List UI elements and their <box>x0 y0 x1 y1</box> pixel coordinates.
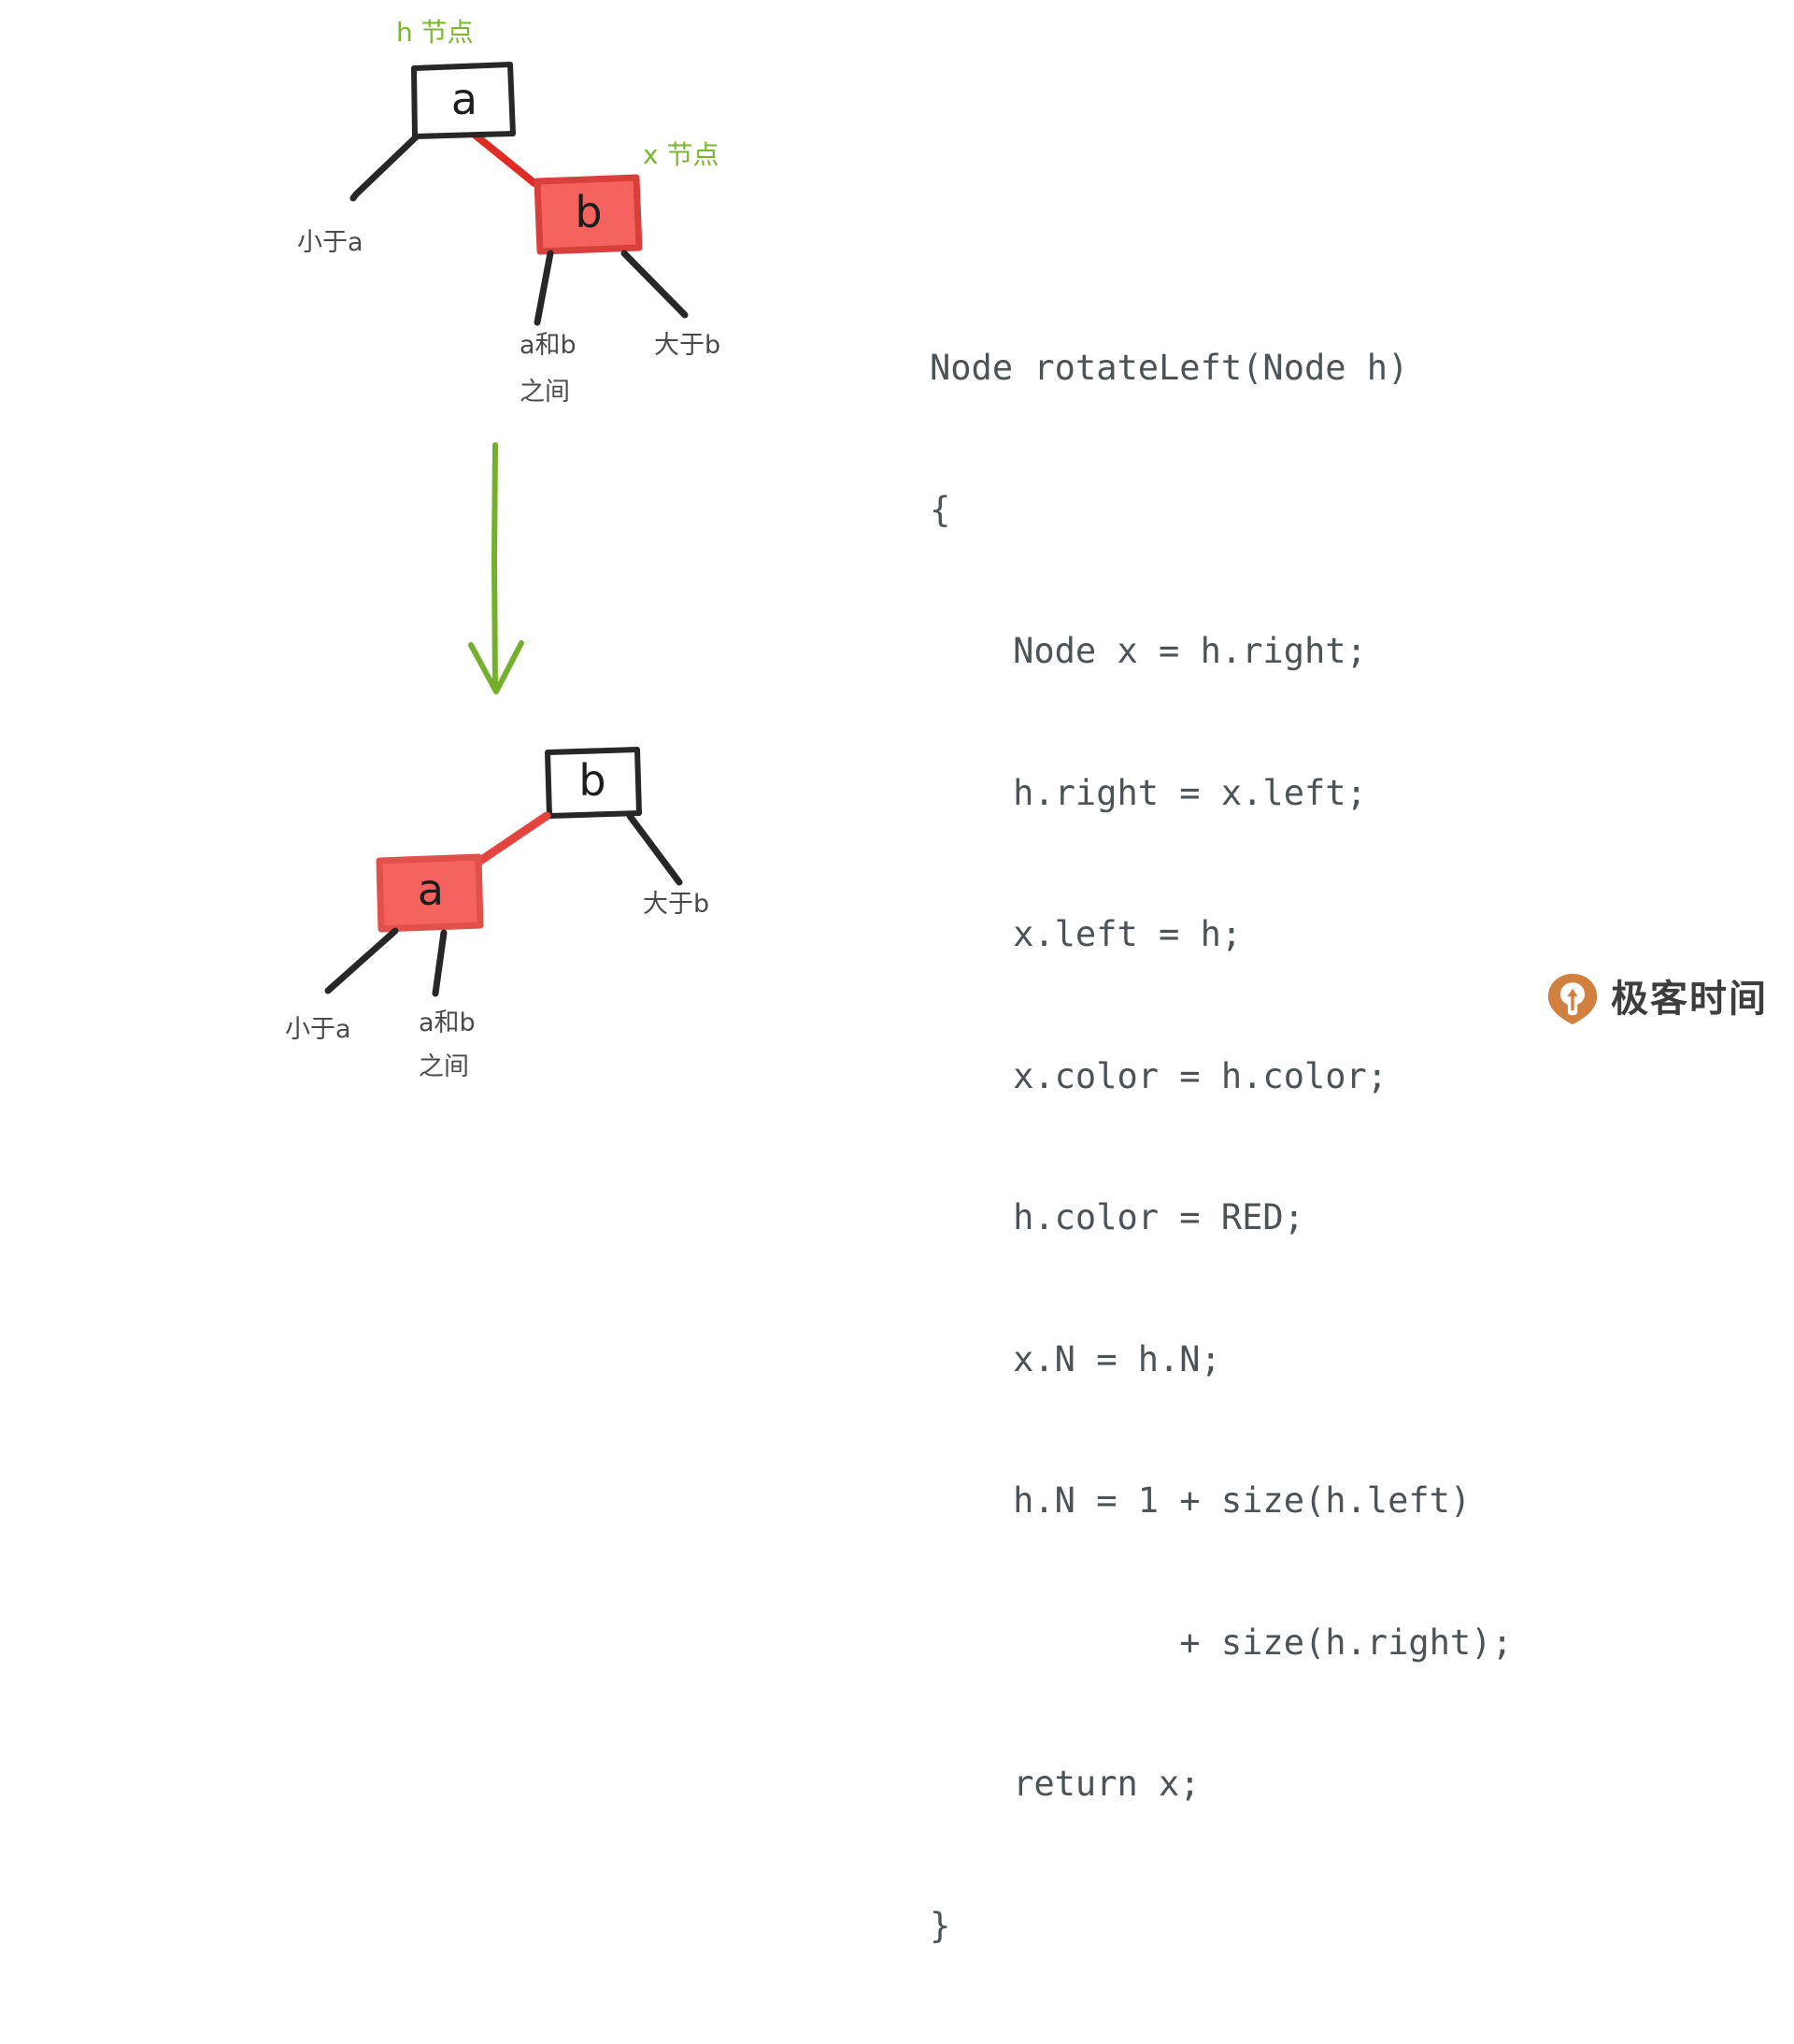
binary-tree-diagram: h 节点 x 节点 a b 小于a a和b 之间 大于b <box>285 17 720 1081</box>
code-line-2: Node x = h.right; <box>930 631 1367 671</box>
code-line-4: x.left = h; <box>930 914 1243 954</box>
link-b-right <box>620 250 689 319</box>
link-b-a-red <box>470 811 551 869</box>
node-b-box <box>534 174 643 255</box>
annotation-x-node: x 节点 <box>643 139 719 170</box>
node-a-label: a <box>451 74 477 124</box>
label-between-ab-bottom-line2: 之间 <box>419 1052 469 1081</box>
code-line-11: } <box>930 1905 951 1946</box>
code-line-8: h.N = 1 + size(h.left) <box>930 1480 1472 1521</box>
annotation-h-node: h 节点 <box>396 17 474 48</box>
node-b-label: b <box>575 187 602 237</box>
code-line-5: x.color = h.color; <box>930 1055 1388 1096</box>
link-a-b-red <box>466 127 538 187</box>
code-block: Node rotateLeft(Node h) { Node x = h.rig… <box>930 250 1696 2044</box>
code-line-9: + size(h.right); <box>930 1622 1513 1663</box>
brand-watermark: 极客时间 <box>1546 972 1768 1026</box>
node-a-label-after: a <box>418 865 444 915</box>
label-between-ab-bottom-line1: a和b <box>419 1008 476 1037</box>
label-greater-than-b-bottom: 大于b <box>643 890 709 919</box>
geektime-pin-icon <box>1547 973 1598 1025</box>
link-a-middle-after <box>432 929 448 997</box>
link-a-left-after <box>324 927 399 994</box>
link-a-left <box>349 131 422 202</box>
label-less-than-a-top: 小于a <box>297 228 363 257</box>
code-line-10: return x; <box>930 1764 1201 1804</box>
node-b-label-after: b <box>578 755 605 806</box>
figure-canvas: h 节点 x 节点 a b 小于a a和b 之间 大于b <box>285 17 1768 1946</box>
link-b-middle <box>534 250 554 326</box>
code-line-1: { <box>930 489 951 530</box>
node-a-box-after <box>376 853 484 933</box>
node-b-box-after <box>545 747 642 819</box>
node-a-box <box>411 62 516 139</box>
transform-arrow-icon <box>468 442 524 694</box>
label-greater-than-b-top: 大于b <box>654 331 720 360</box>
link-b-right-after <box>626 812 683 886</box>
label-less-than-a-bottom: 小于a <box>285 1015 351 1044</box>
label-between-ab-top-line1: a和b <box>520 331 577 360</box>
brand-name: 极客时间 <box>1611 978 1768 1021</box>
code-line-6: h.color = RED; <box>930 1197 1304 1237</box>
label-between-ab-top-line2: 之间 <box>520 378 570 407</box>
code-line-7: x.N = h.N; <box>930 1338 1221 1379</box>
code-line-0: Node rotateLeft(Node h) <box>930 348 1409 388</box>
code-line-3: h.right = x.left; <box>930 772 1367 813</box>
